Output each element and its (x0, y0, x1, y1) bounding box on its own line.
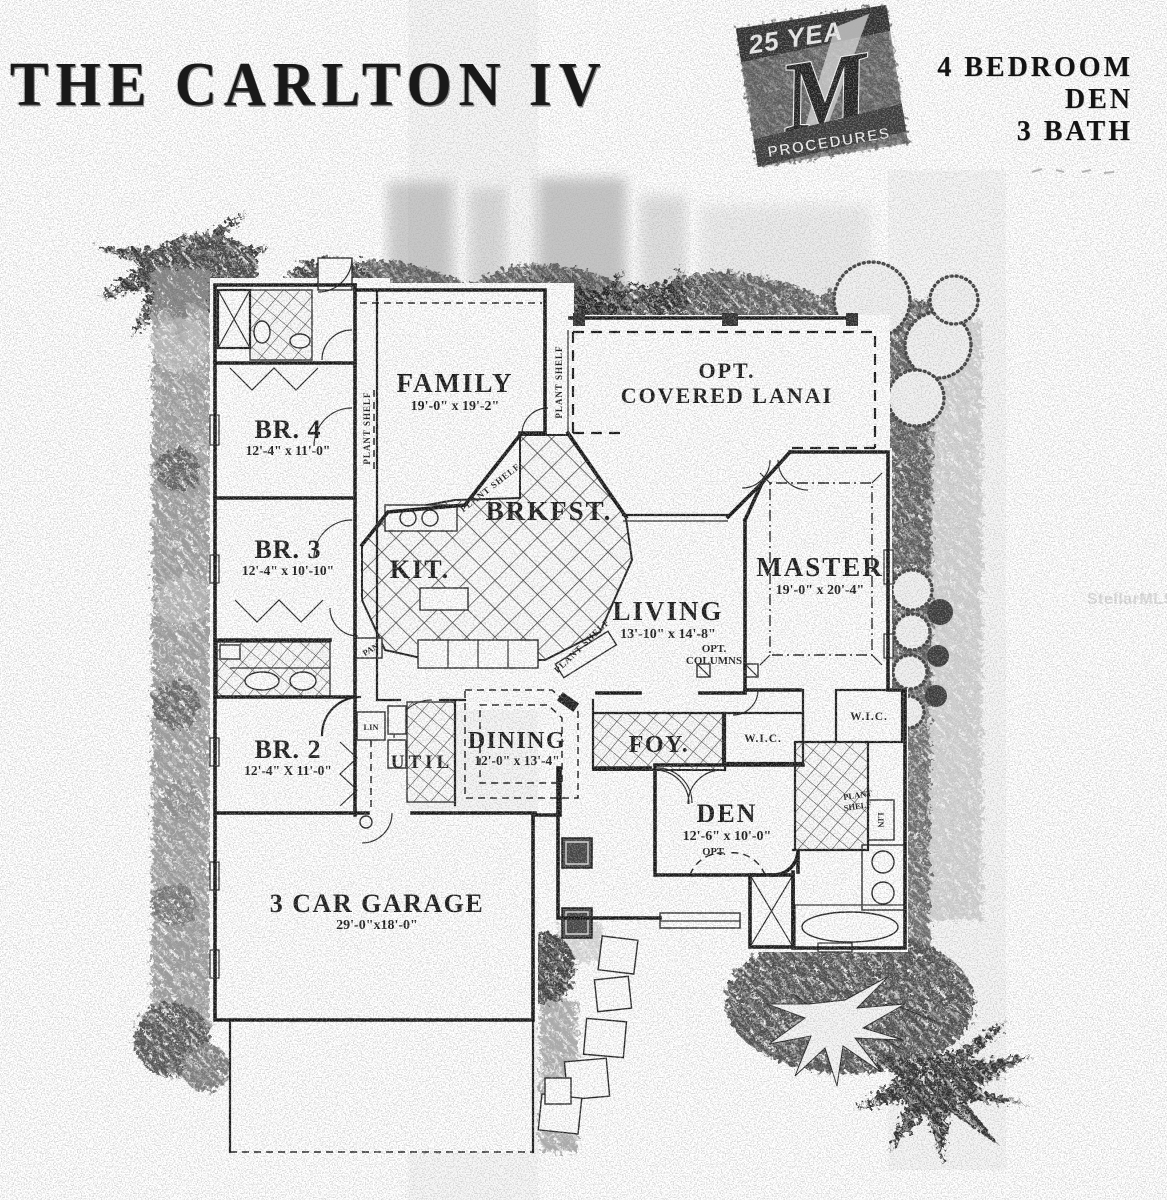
spec-den: DEN (1064, 84, 1133, 116)
plan-title: THE CARLTON IV (10, 49, 608, 120)
spec-baths: 3 BATH (1016, 116, 1133, 148)
spec-bedrooms: 4 BEDROOM (937, 52, 1133, 83)
plan-specs: 4 BEDROOM DEN 3 BATH (937, 52, 1133, 149)
